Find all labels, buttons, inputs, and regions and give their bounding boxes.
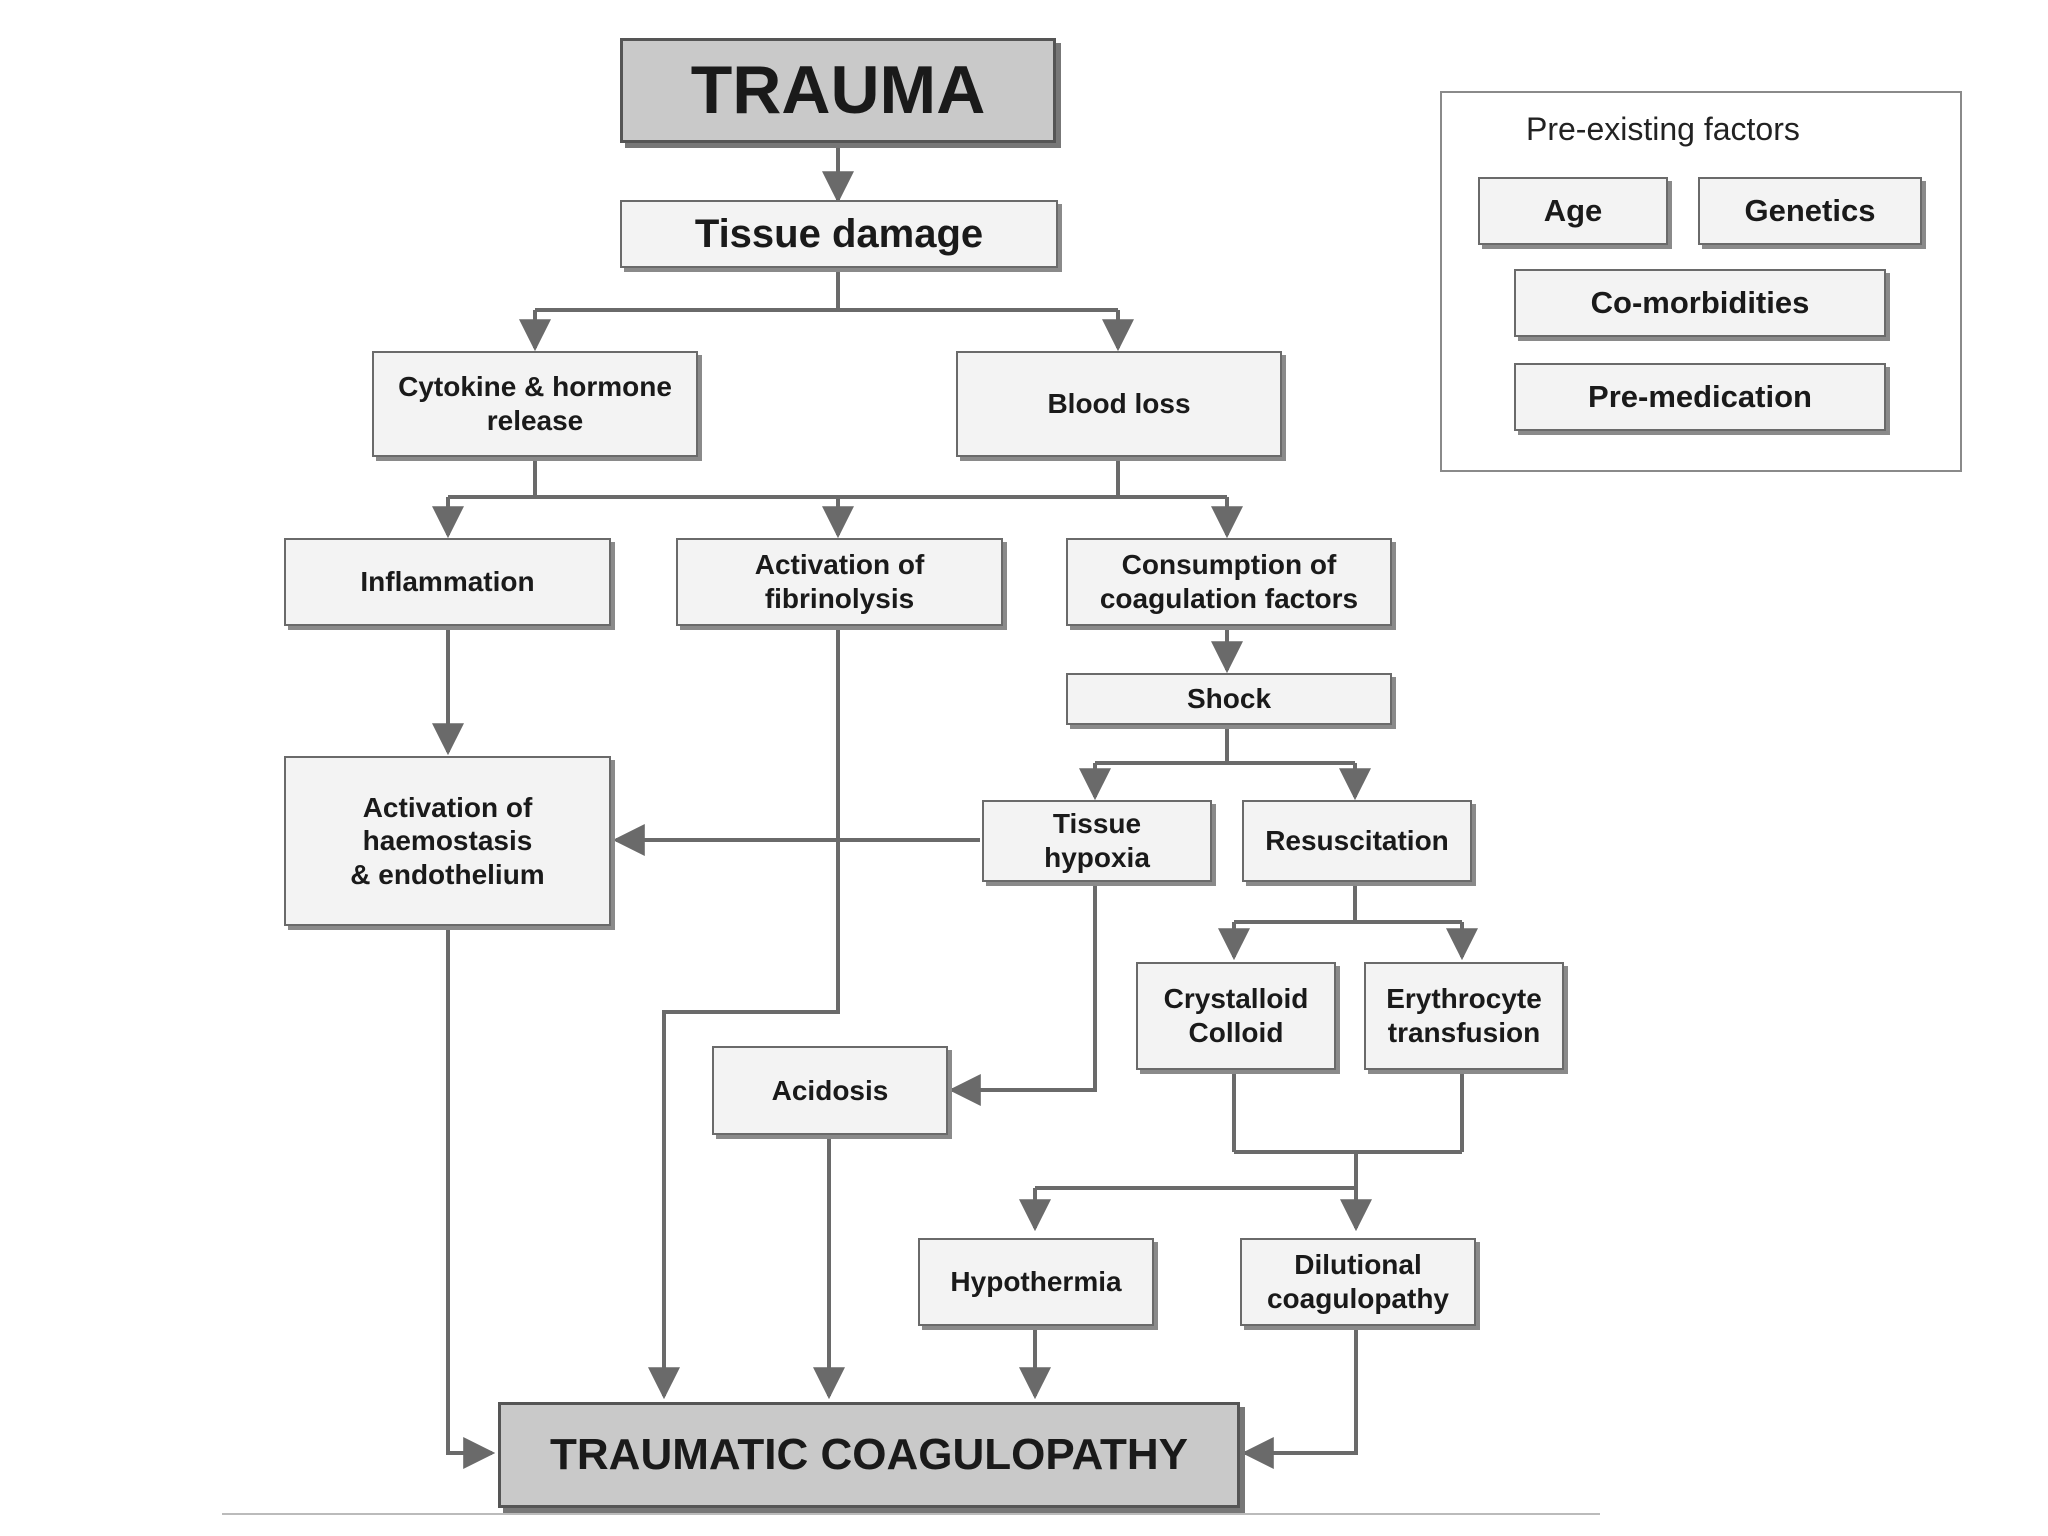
tissue-damage-box: Tissue damage (620, 200, 1058, 268)
pre-existing-factors-title: Pre-existing factors (1526, 111, 1800, 147)
blood-loss-label: Blood loss (1047, 388, 1191, 420)
genetics-label: Genetics (1744, 193, 1876, 229)
shock-box: Shock (1066, 673, 1392, 725)
erythrocyte-label: Erythrocyte transfusion (1386, 983, 1542, 1048)
fibrinolysis-label: Activation of fibrinolysis (754, 549, 925, 614)
arrow-fibrinolysis-to-coagulopathy (648, 626, 840, 1400)
hypothermia-label: Hypothermia (950, 1266, 1122, 1298)
arrow-dilutional-to-coagulopathy (1241, 1326, 1358, 1469)
tissue-damage-label: Tissue damage (694, 212, 984, 256)
hypothermia-box: Hypothermia (918, 1238, 1154, 1326)
traumatic-coagulopathy-label: TRAUMATIC COAGULOPATHY (550, 1429, 1188, 1479)
dilutional-label: Dilutional coagulopathy (1266, 1249, 1449, 1314)
consumption-label: Consumption of coagulation factors (1099, 549, 1359, 614)
haemostasis-box: Activation of haemostasis & endothelium (284, 756, 611, 926)
acidosis-box: Acidosis (712, 1046, 948, 1135)
arrow-haemostasis-to-coagulopathy (446, 926, 496, 1469)
traumatic-coagulopathy-box: TRAUMATIC COAGULOPATHY (498, 1402, 1240, 1508)
tissue-hypoxia-box: Tissue hypoxia (982, 800, 1212, 882)
tissue-hypoxia-label: Tissue hypoxia (1044, 808, 1150, 873)
cytokine-box: Cytokine & hormone release (372, 351, 698, 457)
acidosis-label: Acidosis (771, 1074, 889, 1106)
genetics-box: Genetics (1698, 177, 1922, 245)
trauma-box: TRAUMA (620, 38, 1056, 143)
inflammation-label: Inflammation (360, 566, 535, 598)
crystalloid-box: Crystalloid Colloid (1136, 962, 1336, 1070)
arrow-hypoxia-to-acidosis (948, 882, 1097, 1106)
resuscitation-label: Resuscitation (1265, 825, 1449, 857)
shock-label: Shock (1186, 683, 1272, 715)
premedication-box: Pre-medication (1514, 363, 1886, 431)
age-box: Age (1478, 177, 1668, 245)
pre-existing-factors-panel: Pre-existing factors Age Genetics Co-mor… (1440, 91, 1962, 472)
crystalloid-label: Crystalloid Colloid (1163, 983, 1309, 1048)
comorbidities-box: Co-morbidities (1514, 269, 1886, 337)
dilutional-box: Dilutional coagulopathy (1240, 1238, 1476, 1326)
comorbidities-label: Co-morbidities (1590, 285, 1810, 321)
resuscitation-box: Resuscitation (1242, 800, 1472, 882)
haemostasis-label: Activation of haemostasis & endothelium (350, 791, 545, 890)
trauma-label: TRAUMA (690, 51, 986, 128)
inflammation-box: Inflammation (284, 538, 611, 626)
consumption-box: Consumption of coagulation factors (1066, 538, 1392, 626)
age-label: Age (1543, 193, 1603, 229)
erythrocyte-box: Erythrocyte transfusion (1364, 962, 1564, 1070)
fibrinolysis-box: Activation of fibrinolysis (676, 538, 1003, 626)
premedication-label: Pre-medication (1588, 379, 1812, 415)
cytokine-label: Cytokine & hormone release (398, 371, 672, 436)
blood-loss-box: Blood loss (956, 351, 1282, 457)
